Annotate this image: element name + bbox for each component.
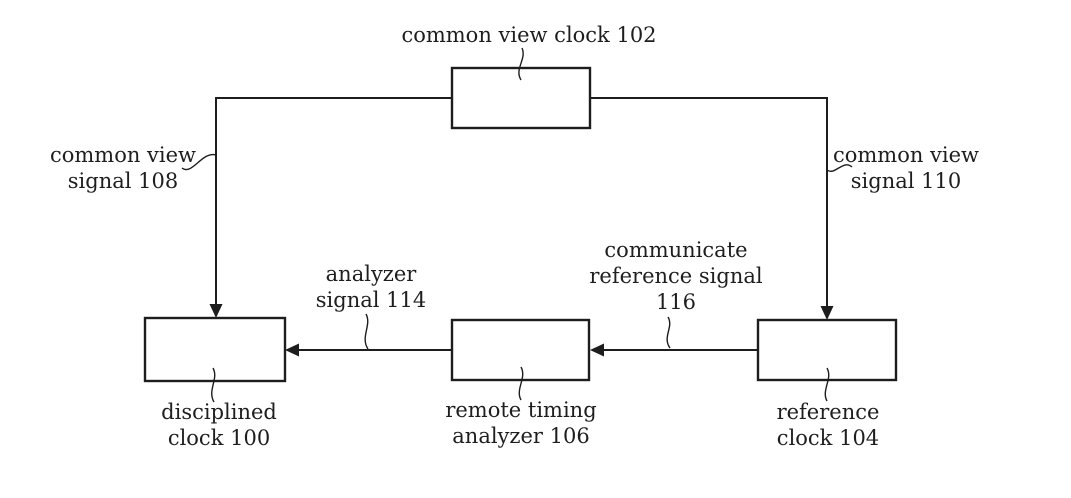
leader-common-view-signal-110 [826,164,853,172]
label-line: signal 110 [850,169,962,193]
leader-common-view-clock-102 [518,47,524,81]
box-disciplined-clock-100 [143,316,287,383]
label-reference-clock-104: reference clock 104 [777,399,880,451]
label-line: signal 108 [67,169,179,193]
label-line: common view [832,143,980,167]
box-remote-timing-analyzer-106 [450,318,591,382]
label-line: reference [776,400,880,424]
arrowhead-left-into-disciplined-clock [285,343,299,357]
box-common-view-clock-102 [450,66,592,130]
box-reference-clock-104 [756,318,898,382]
leader-communicate-reference-signal-116 [666,316,671,349]
label-common-view-signal-110: common view signal 110 [833,142,979,194]
leader-remote-timing-analyzer-106 [518,366,524,401]
arrowhead-down-into-disciplined-clock [209,304,223,318]
leader-disciplined-clock-100 [211,367,216,403]
label-line: clock 104 [776,426,880,450]
label-disciplined-clock-100: disciplined clock 100 [161,399,277,451]
arrowhead-down-into-reference-clock [820,306,834,320]
label-line: clock 100 [167,426,271,450]
label-line: signal 114 [315,288,427,312]
leader-common-view-signal-108 [181,154,217,171]
leader-reference-clock-104 [824,367,830,402]
label-common-view-clock-102: common view clock 102 [401,22,656,48]
label-line: 116 [655,290,697,314]
connector-common-view-signal-110 [590,97,828,308]
leader-analyzer-signal-114 [364,313,369,350]
label-line: disciplined [161,400,277,424]
label-line: analyzer [325,262,417,286]
label-line: remote timing [445,398,597,422]
label-line: common view [49,143,197,167]
arrowhead-left-into-remote-timing-analyzer [590,343,604,357]
label-remote-timing-analyzer-106: remote timing analyzer 106 [445,397,596,449]
label-line: reference signal [589,264,763,288]
label-line: analyzer 106 [452,424,590,448]
label-common-view-signal-108: common view signal 108 [50,142,196,194]
label-communicate-reference-signal-116: communicate reference signal 116 [589,237,762,315]
label-line: communicate [604,238,748,262]
label-line: common view clock 102 [401,23,657,47]
label-analyzer-signal-114: analyzer signal 114 [316,261,426,313]
connector-common-view-signal-108 [215,97,452,306]
